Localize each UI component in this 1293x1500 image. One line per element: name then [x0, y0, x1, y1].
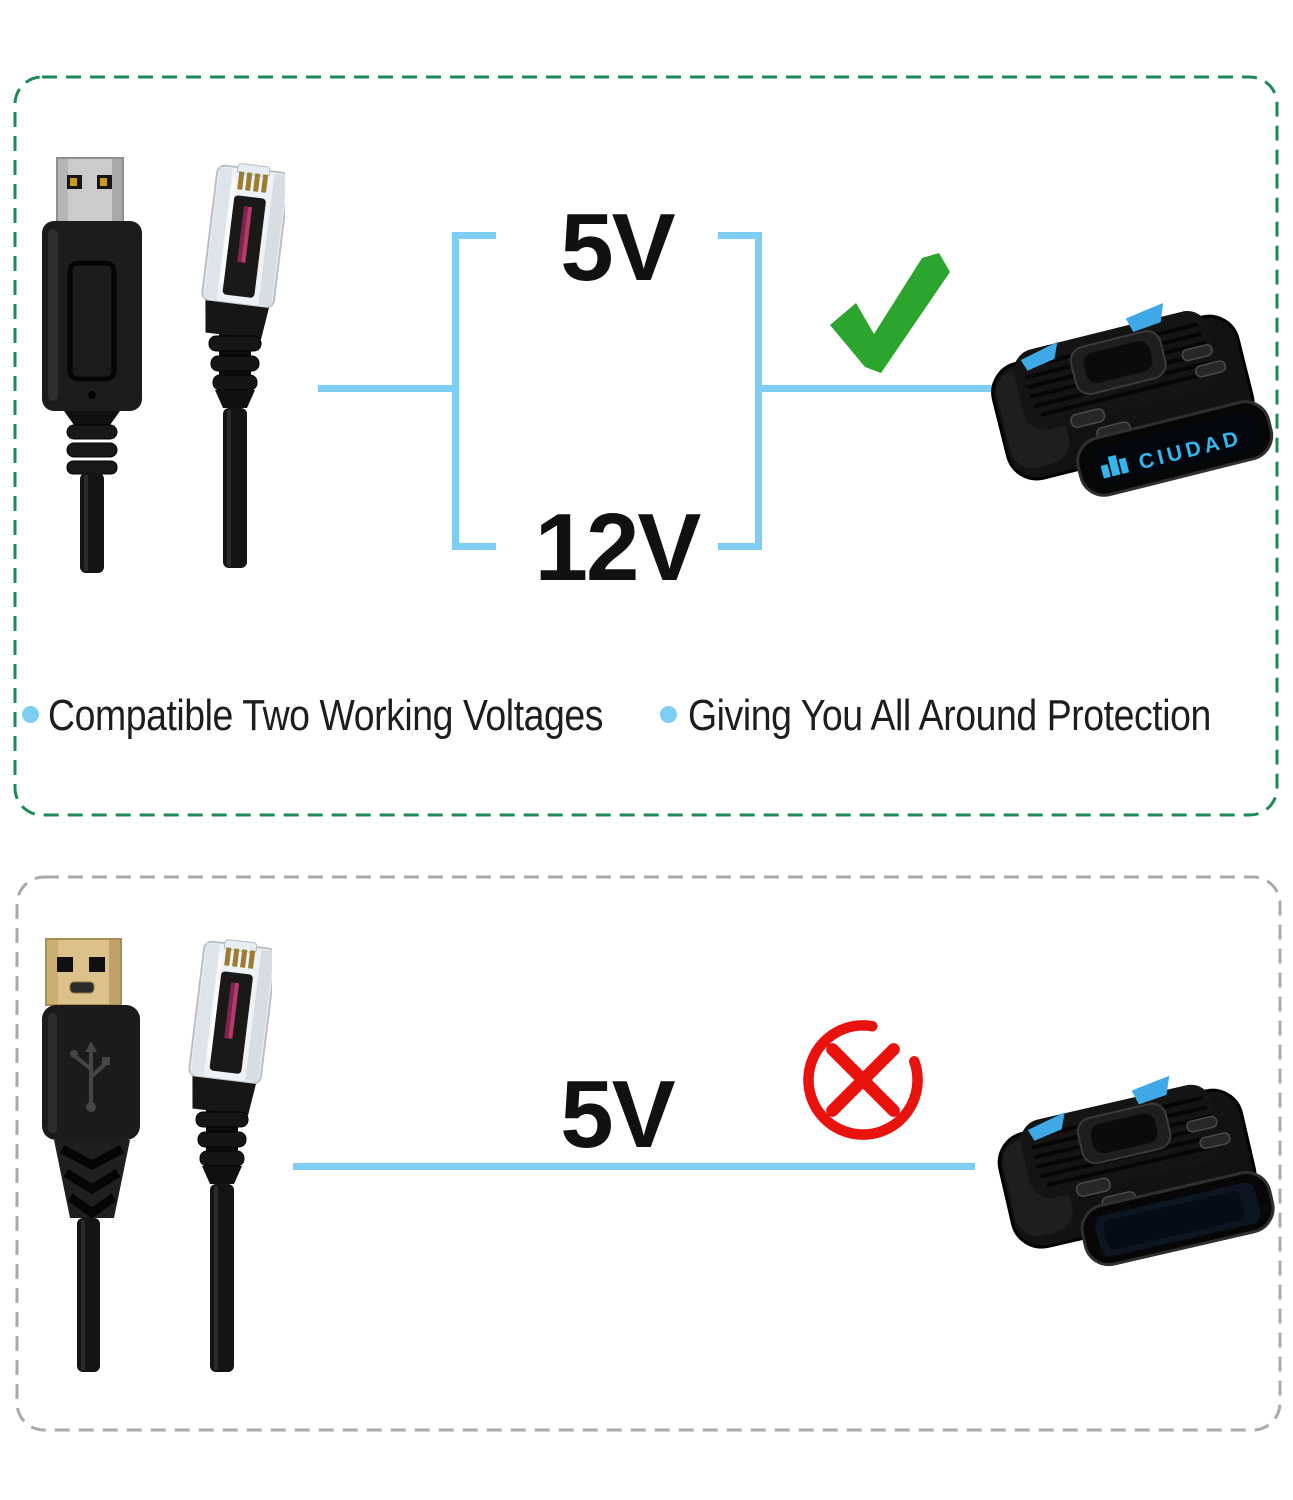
- voltage-label-5v-top: 5V: [560, 194, 675, 301]
- city-buildings-icon: [1100, 454, 1130, 479]
- usb-connector-top-icon: [42, 157, 142, 573]
- voltage-connector-line-left: [318, 385, 452, 392]
- voltage-bracket-left: [452, 232, 496, 550]
- rj11-connector-bottom-icon: [188, 939, 272, 1372]
- rj11-crystal-head: [188, 939, 272, 1116]
- rj11-crystal-head: [201, 163, 285, 340]
- blue-accent-left: [1027, 1112, 1065, 1141]
- voltage-label-5v-bottom: 5V: [560, 1061, 675, 1168]
- usb-trident-icon: [70, 1041, 110, 1112]
- top-panel-border: [13, 75, 1279, 817]
- radar-detector-off: [997, 1075, 1275, 1267]
- voltage-connector-line-right: [762, 385, 995, 392]
- caption-protection: Giving You All Around Protection: [688, 691, 1211, 740]
- usb-connector-bottom-icon: [42, 938, 140, 1372]
- voltage-connector-line-bottom: [293, 1163, 975, 1170]
- blue-accent-left: [1020, 341, 1058, 371]
- blue-accent-right: [1131, 1075, 1170, 1105]
- display-screen: [1091, 412, 1259, 487]
- voltage-label-12v: 12V: [534, 494, 702, 601]
- blue-accent-right: [1125, 302, 1164, 333]
- bottom-panel-border: [15, 875, 1282, 1432]
- bullet-dot-1: [22, 706, 39, 723]
- check-icon: [830, 253, 950, 373]
- cross-circle-icon: [803, 1020, 923, 1140]
- voltage-bracket-right: [718, 232, 762, 550]
- caption-voltages: Compatible Two Working Voltages: [48, 691, 604, 740]
- bullet-dot-2: [660, 706, 677, 723]
- rj11-connector-top-icon: [201, 163, 285, 568]
- radar-detector-on: CIUDAD: [991, 302, 1274, 497]
